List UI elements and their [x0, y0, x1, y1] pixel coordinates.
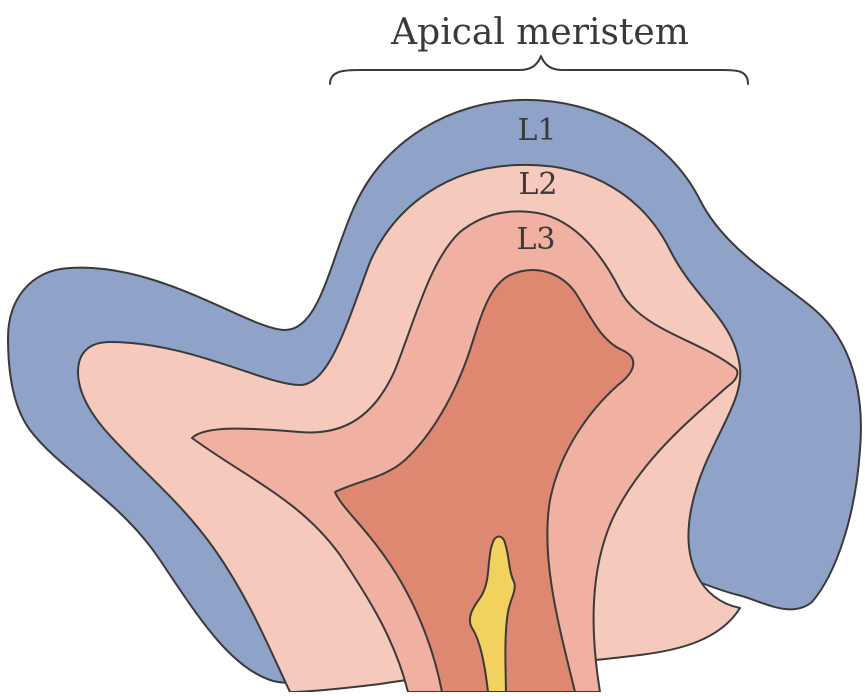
diagram-title: Apical meristem [390, 12, 689, 53]
layer-l1-label: L1 [517, 113, 556, 148]
apical-meristem-brace [330, 56, 748, 84]
layer-l3-label: L3 [516, 222, 555, 257]
layer-l2-label: L2 [518, 167, 557, 202]
